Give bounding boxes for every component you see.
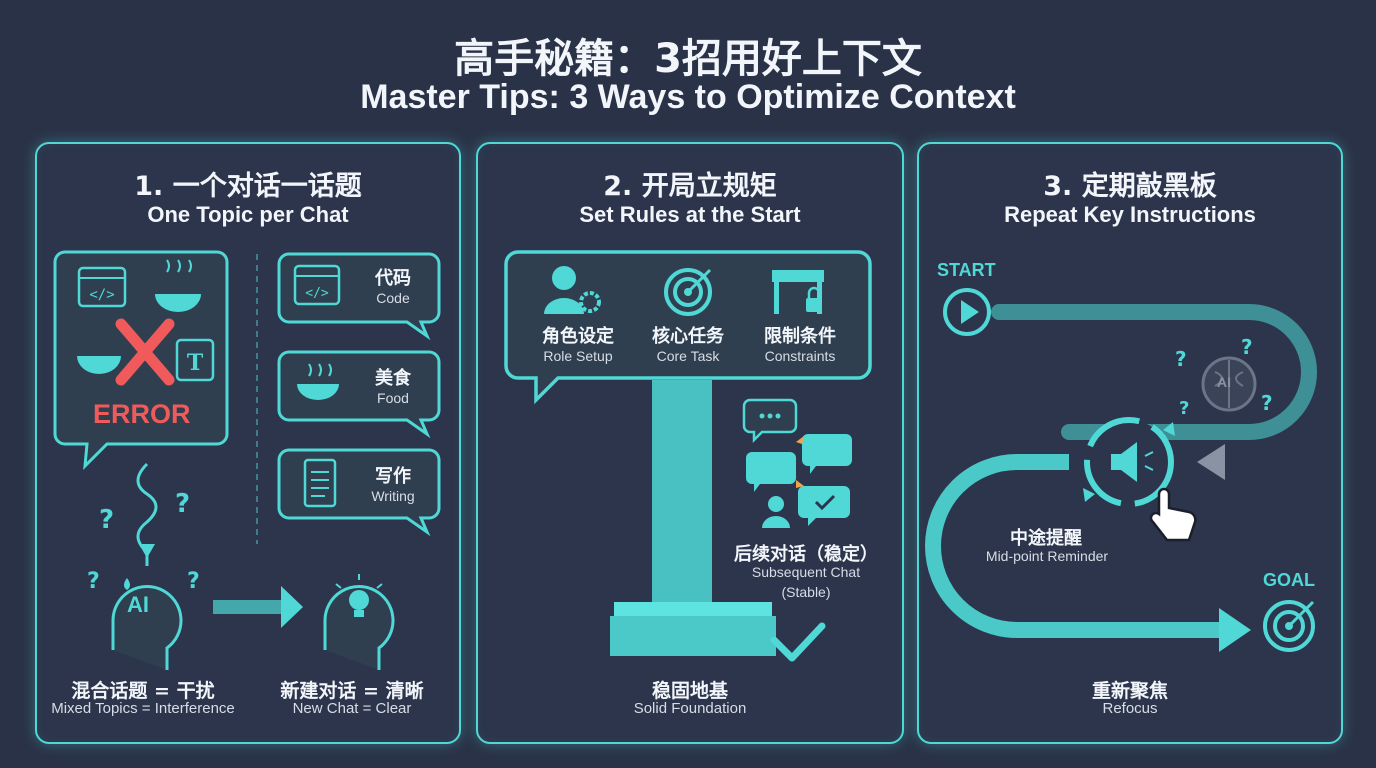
panel3-heading-zh: 3. 定期敲黑板 (1043, 171, 1217, 202)
error-label: ERROR (93, 399, 191, 429)
panel1-graphics: </> T </> (53, 250, 441, 670)
barrier-lock-icon (772, 270, 824, 314)
svg-text:</>: </> (305, 286, 329, 301)
topic-food-en: Food (377, 390, 409, 406)
svg-text:?: ? (1175, 347, 1187, 371)
brain-ai-label: AI (1217, 374, 1231, 390)
path-track (925, 304, 1317, 652)
goal-label: GOAL (1263, 570, 1315, 590)
ai-head-label: AI (127, 592, 149, 617)
panel-repeat-instructions: 3. 定期敲黑板 Repeat Key Instructions ? ? ? ? (917, 142, 1343, 744)
rule-task-en: Core Task (656, 348, 720, 364)
reminder-cycle-icon (1083, 417, 1175, 507)
refocus-en: Refocus (1102, 700, 1158, 717)
hand-cursor-icon (1149, 487, 1197, 542)
rule-constraints-zh: 限制条件 (764, 326, 836, 347)
goal-target-icon (1263, 600, 1315, 652)
panel-one-topic: 1. 一个对话一话题 One Topic per Chat </> T (35, 142, 461, 744)
chat-bubbles-icon (742, 398, 852, 528)
solid-foundation-en: Solid Foundation (633, 700, 747, 717)
pillar-icon (610, 380, 776, 656)
main-title-en: Master Tips: 3 Ways to Optimize Context (360, 78, 1016, 116)
food-bowl-icon (155, 259, 201, 312)
panel1-heading-en: One Topic per Chat (147, 202, 349, 227)
rule-role-zh: 角色设定 (542, 326, 614, 347)
food-bowl-icon-small (77, 356, 121, 374)
svg-text:T: T (187, 350, 204, 376)
subsequent-chat-en: Subsequent Chat (751, 564, 861, 580)
check-mark-icon (770, 622, 826, 662)
main-title-zh: 高手秘籍：3招用好上下文 (454, 36, 922, 82)
svg-text:?: ? (1261, 391, 1273, 415)
rule-constraints-en: Constraints (764, 348, 836, 364)
new-chat-caption-zh: 新建对话 = 清晰 (280, 680, 424, 702)
svg-text:?: ? (175, 489, 190, 519)
topic-bubble-code: </> (277, 252, 441, 341)
topic-writing-zh: 写作 (375, 466, 411, 487)
svg-text:?: ? (187, 569, 200, 594)
panel1-heading-zh: 1. 一个对话一话题 (134, 171, 362, 202)
svg-text:?: ? (1179, 398, 1189, 419)
user-gear-icon (544, 266, 601, 314)
code-window-icon: </> (77, 266, 127, 308)
svg-text:?: ? (87, 569, 100, 594)
clear-head-lightbulb-icon (323, 574, 395, 670)
mid-reminder-en: Mid-point Reminder (985, 548, 1109, 564)
text-document-icon: T (175, 338, 215, 382)
refocus-zh: 重新聚焦 (1091, 680, 1168, 702)
confusion-squiggle-icon: ? ? (99, 462, 190, 566)
confused-ai-head-icon: ? ? (87, 569, 200, 670)
start-label: START (937, 260, 996, 280)
panel2-graphics (504, 250, 872, 662)
topic-bubble-writing (277, 448, 441, 537)
panel3-heading-en: Repeat Key Instructions (1004, 202, 1256, 227)
rule-role-en: Role Setup (543, 348, 613, 364)
svg-text:</>: </> (89, 287, 114, 303)
panel-set-rules: 2. 开局立规矩 Set Rules at the Start (476, 142, 904, 744)
svg-text:?: ? (1241, 335, 1253, 359)
new-chat-caption-en: New Chat = Clear (292, 700, 412, 717)
panel2-heading-zh: 2. 开局立规矩 (603, 171, 777, 202)
subsequent-chat-zh: 后续对话（稳定） (734, 544, 878, 565)
mid-reminder-zh: 中途提醒 (1010, 528, 1082, 549)
target-icon (664, 268, 712, 316)
solid-foundation-zh: 稳固地基 (651, 680, 728, 702)
panel3-graphics: ? ? ? ? (925, 288, 1317, 652)
topic-bubble-food (277, 350, 441, 439)
transition-arrow-icon (213, 586, 303, 628)
topic-code-zh: 代码 (375, 268, 411, 289)
subsequent-chat-stable: (Stable) (781, 584, 831, 600)
topic-food-zh: 美食 (375, 368, 411, 389)
svg-text:?: ? (99, 505, 114, 535)
confused-brain-icon: ? ? ? ? (1175, 335, 1273, 419)
topic-code-en: Code (376, 290, 410, 306)
mixed-topics-caption-en: Mixed Topics = Interference (51, 700, 235, 717)
red-cross-icon (115, 318, 175, 386)
mixed-topics-caption-zh: 混合话题 = 干扰 (71, 680, 215, 702)
rule-task-zh: 核心任务 (652, 326, 724, 347)
start-play-icon (943, 288, 991, 336)
panel2-heading-en: Set Rules at the Start (579, 202, 801, 227)
topic-writing-en: Writing (371, 488, 415, 504)
